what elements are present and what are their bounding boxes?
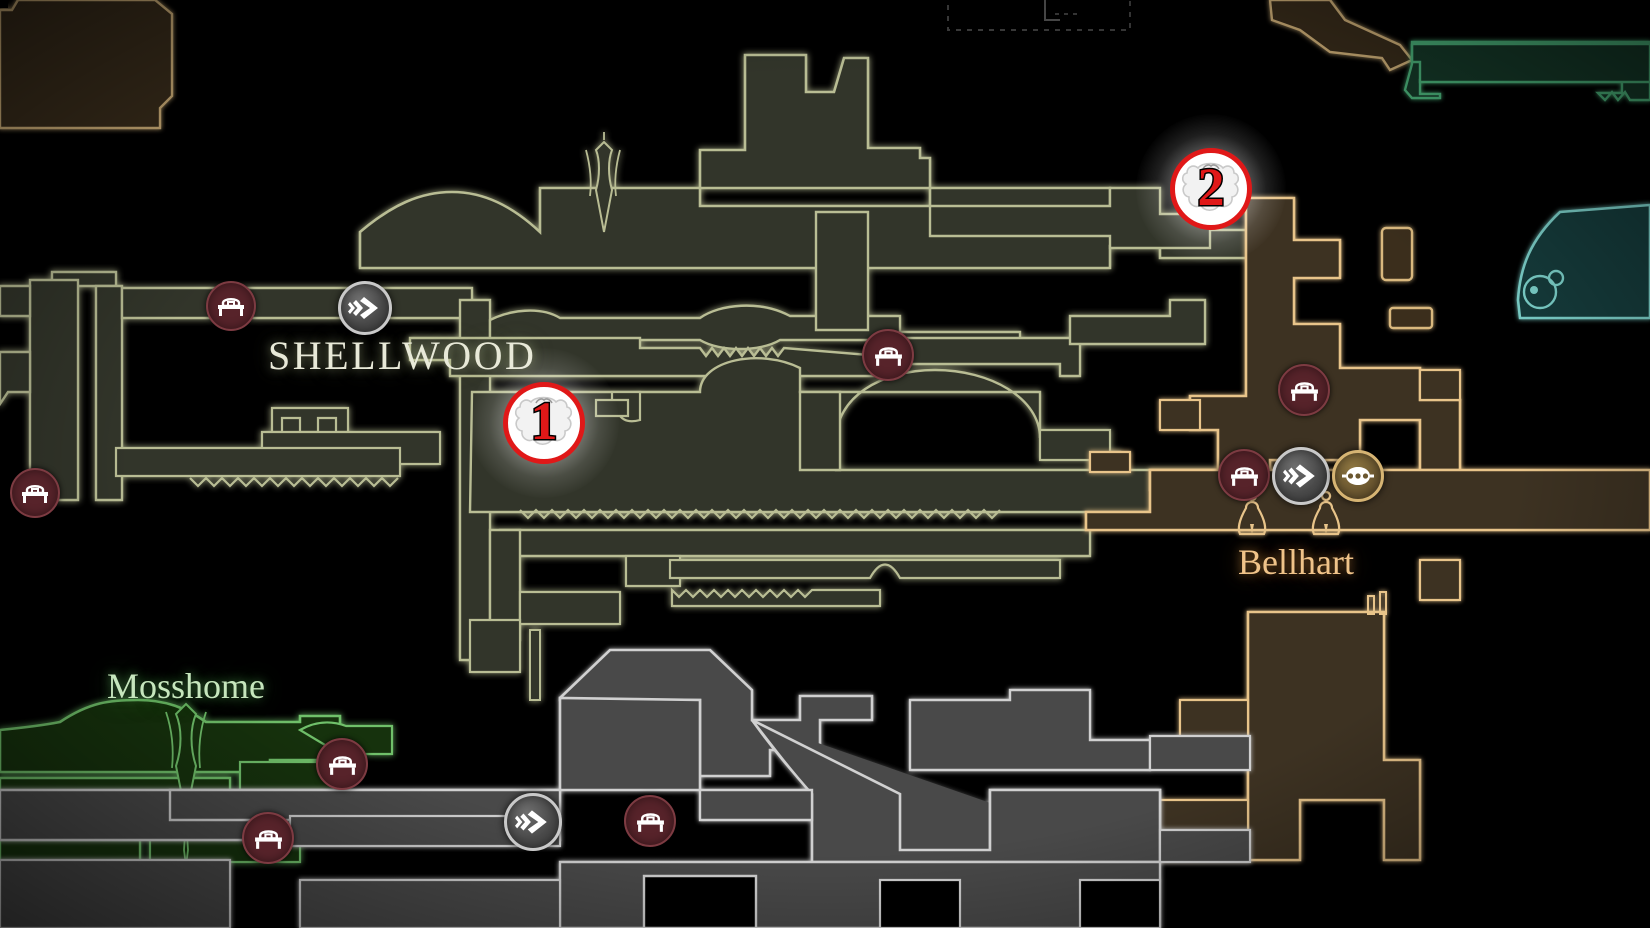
bellway-fast-travel-icon[interactable] [1272, 447, 1330, 505]
shop-merchant-icon[interactable] [1332, 450, 1384, 502]
marker-number: 2 [1196, 157, 1226, 217]
bellway-icon-glyph [348, 297, 378, 319]
bench-icon[interactable] [1218, 449, 1270, 501]
bench-icon[interactable] [242, 812, 294, 864]
bench-icon-glyph [218, 298, 244, 316]
bench-icon-glyph [1290, 381, 1318, 401]
marker-disc: 2 [1170, 148, 1252, 230]
bench-icon-glyph [1230, 466, 1258, 486]
bench-icon[interactable] [206, 281, 256, 331]
bench-icon[interactable] [624, 795, 676, 847]
bench-icon[interactable] [10, 468, 60, 518]
bench-icon[interactable] [316, 738, 368, 790]
bench-icon-glyph [254, 829, 282, 849]
bench-icon-glyph [328, 755, 356, 775]
shop-icon-glyph [1342, 467, 1374, 485]
bellway-fast-travel-icon[interactable] [338, 281, 392, 335]
bench-icon-glyph [636, 812, 664, 832]
bench-icon-glyph [874, 346, 902, 366]
quest-marker-1[interactable]: 1 [469, 348, 619, 498]
bellway-icon-glyph [515, 810, 547, 834]
marker-disc: 1 [503, 382, 585, 464]
bellway-icon-glyph [1283, 464, 1315, 488]
bellway-fast-travel-icon[interactable] [504, 793, 562, 851]
bench-icon[interactable] [862, 329, 914, 381]
bench-icon-glyph [22, 485, 48, 503]
quest-marker-2[interactable]: 2 [1136, 114, 1286, 264]
marker-number: 1 [529, 391, 559, 451]
bench-icon[interactable] [1278, 364, 1330, 416]
